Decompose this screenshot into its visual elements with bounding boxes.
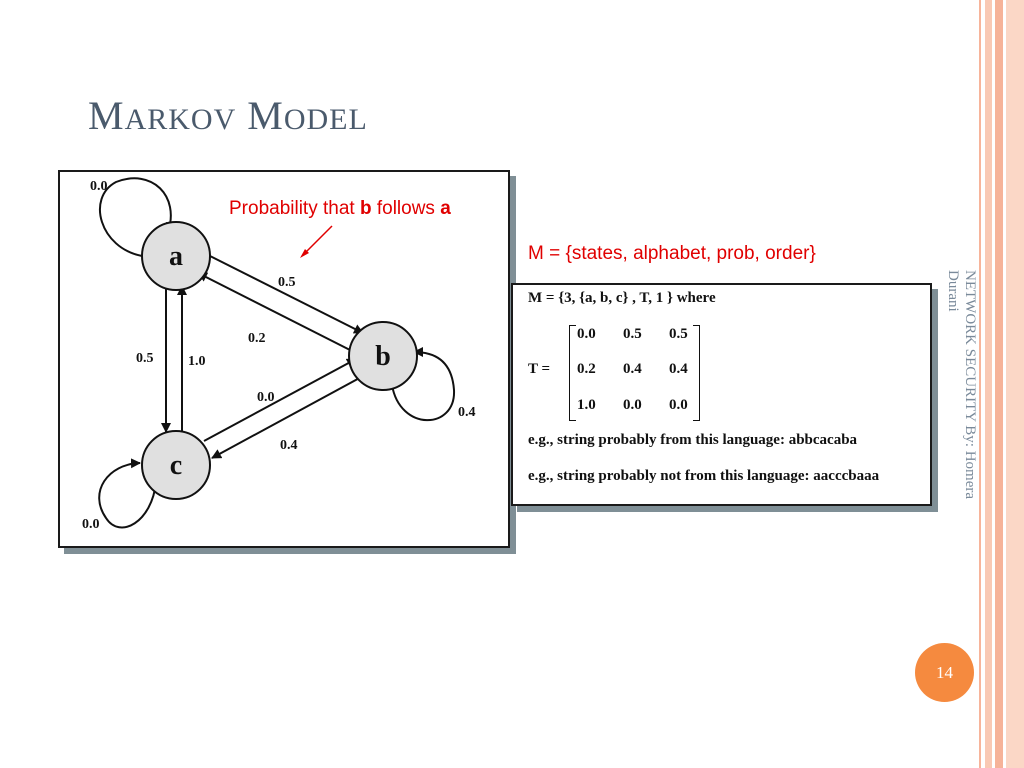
model-matrix-panel: M = {3, {a, b, c} , T, 1 } where T = 0.0… <box>511 283 932 506</box>
model-tuple: M = {3, {a, b, c} , T, 1 } where <box>528 290 716 306</box>
edge-a-self <box>99 177 176 257</box>
label-a-to-c: 0.5 <box>136 351 154 366</box>
edge-b-to-c <box>211 374 366 459</box>
decor-stripe-1 <box>985 0 992 768</box>
vertical-footer: NETWORK SECURITY By: Homera Durani <box>944 270 978 570</box>
title-rest2: ODEL <box>283 103 368 136</box>
annotation-a: a <box>440 198 451 219</box>
matrix-cell-r2c3: 0.4 <box>669 361 688 377</box>
matrix-cell-r1c3: 0.5 <box>669 326 688 342</box>
annotation-mid: follows <box>371 198 441 219</box>
state-b-label: b <box>375 341 391 372</box>
state-c-label: c <box>170 450 182 481</box>
state-a <box>141 221 211 291</box>
annotation-prefix: Probability that <box>229 198 360 219</box>
label-c-self: 0.0 <box>82 517 100 532</box>
edge-c-self <box>98 458 157 529</box>
label-c-to-b: 0.0 <box>257 390 275 405</box>
markov-state-diagram: a b c 0.0 0.5 0.2 0.5 1.0 0.0 0.4 0.4 0.… <box>82 177 476 532</box>
matrix-cell-r2c1: 0.2 <box>577 361 596 377</box>
probability-annotation: Probability that b follows a <box>229 198 451 220</box>
decor-stripe-thin <box>979 0 981 768</box>
label-c-to-a: 1.0 <box>188 354 206 369</box>
matrix-label: T = <box>528 361 551 377</box>
page-number-badge: 14 <box>915 643 974 702</box>
matrix-cell-r3c3: 0.0 <box>669 397 688 413</box>
title-m2: M <box>247 93 284 138</box>
annotation-arrow <box>300 225 333 258</box>
matrix-cell-r3c2: 0.0 <box>623 397 642 413</box>
example-not-in-language: e.g., string probably not from this lang… <box>528 468 880 484</box>
matrix-cell-r2c2: 0.4 <box>623 361 642 377</box>
label-b-to-c: 0.4 <box>280 438 298 453</box>
model-definition: M = {states, alphabet, prob, order} <box>528 243 816 264</box>
label-b-self: 0.4 <box>458 405 476 420</box>
matrix-cell-r3c1: 1.0 <box>577 397 596 413</box>
matrix-cell-r1c1: 0.0 <box>577 326 596 342</box>
annotation-b: b <box>359 198 372 219</box>
label-a-self: 0.0 <box>90 179 108 194</box>
slide-title: MARKOV MODEL <box>88 92 368 139</box>
edge-a-to-b <box>209 255 364 334</box>
matrix-bracket-left <box>569 325 576 421</box>
matrix-cell-r1c2: 0.5 <box>623 326 642 342</box>
title-rest1: ARKOV <box>124 103 237 136</box>
edge-c-to-b <box>203 358 357 442</box>
label-a-to-b: 0.5 <box>278 275 296 290</box>
markov-diagram-panel: a b c 0.0 0.5 0.2 0.5 1.0 0.0 0.4 0.4 0.… <box>58 170 510 548</box>
decor-stripe-3 <box>1006 0 1024 768</box>
decor-stripe-2 <box>995 0 1003 768</box>
edge-b-self <box>391 347 456 422</box>
state-a-label: a <box>169 241 183 272</box>
footer-line-1: NETWORK SECURITY By: Homera <box>962 270 978 499</box>
label-b-to-a: 0.2 <box>248 331 266 346</box>
state-b <box>348 321 418 391</box>
state-c <box>141 430 211 500</box>
footer-line-2: Durani <box>945 270 961 312</box>
example-in-language: e.g., string probably from this language… <box>528 432 858 448</box>
title-m1: M <box>88 93 125 138</box>
page-number: 14 <box>936 662 953 682</box>
edge-b-to-a <box>197 272 351 351</box>
matrix-bracket-right <box>693 325 700 421</box>
